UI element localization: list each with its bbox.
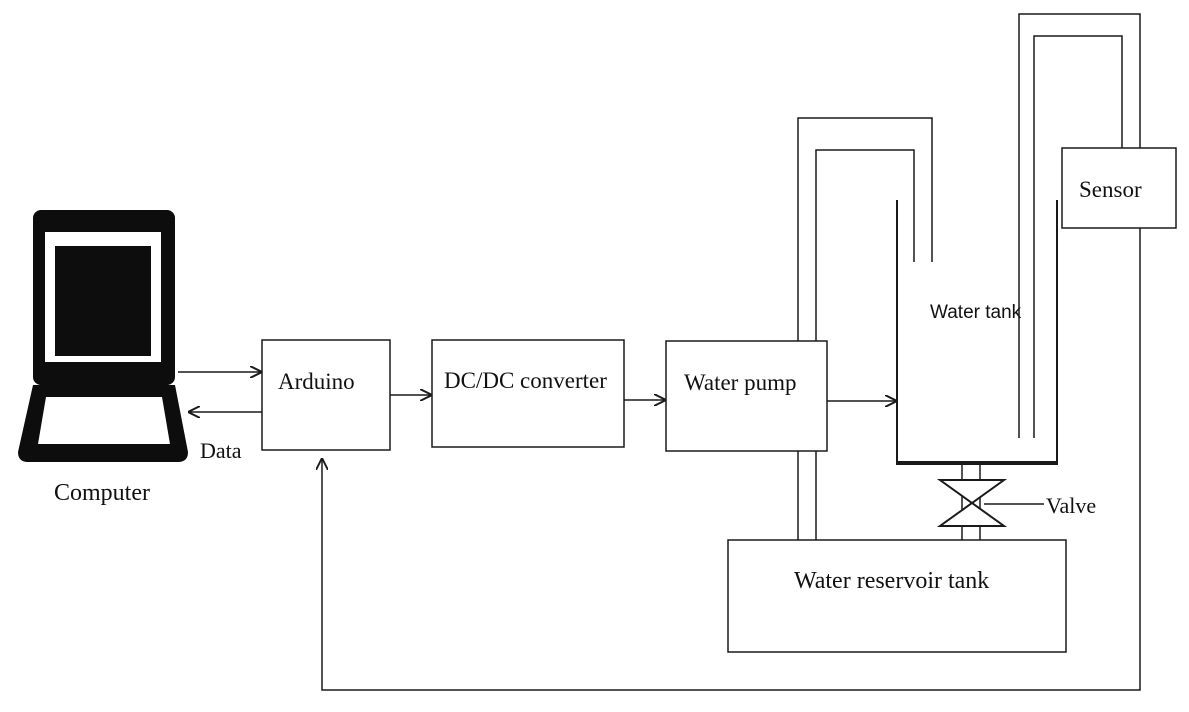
tank-outlet-pipe <box>961 465 981 540</box>
water-pump-label: Water pump <box>684 370 796 395</box>
dcdc-converter-box <box>431 339 625 448</box>
water-pump-box <box>665 340 828 452</box>
computer-icon <box>18 210 188 462</box>
valve-icon <box>936 479 1008 527</box>
valve-label: Valve <box>1046 493 1096 518</box>
data-label: Data <box>200 438 242 463</box>
arduino-box <box>261 339 391 451</box>
pump-outlet-pipe <box>797 117 933 341</box>
water-tank-label: Water tank <box>930 302 1022 323</box>
sensor-box <box>1061 147 1177 229</box>
water-tank <box>896 200 1058 465</box>
sensor-feedback-line <box>322 228 1141 691</box>
sensor-label: Sensor <box>1079 177 1142 202</box>
computer-label: Computer <box>54 480 150 506</box>
arduino-label: Arduino <box>278 369 355 394</box>
water-reservoir-tank-box <box>727 539 1067 653</box>
dcdc-converter-label: DC/DC converter <box>444 368 607 393</box>
reservoir-to-pump-pipe <box>797 451 817 540</box>
water-reservoir-tank-label: Water reservoir tank <box>794 568 989 594</box>
sensor-probe-pipe <box>1018 13 1141 438</box>
